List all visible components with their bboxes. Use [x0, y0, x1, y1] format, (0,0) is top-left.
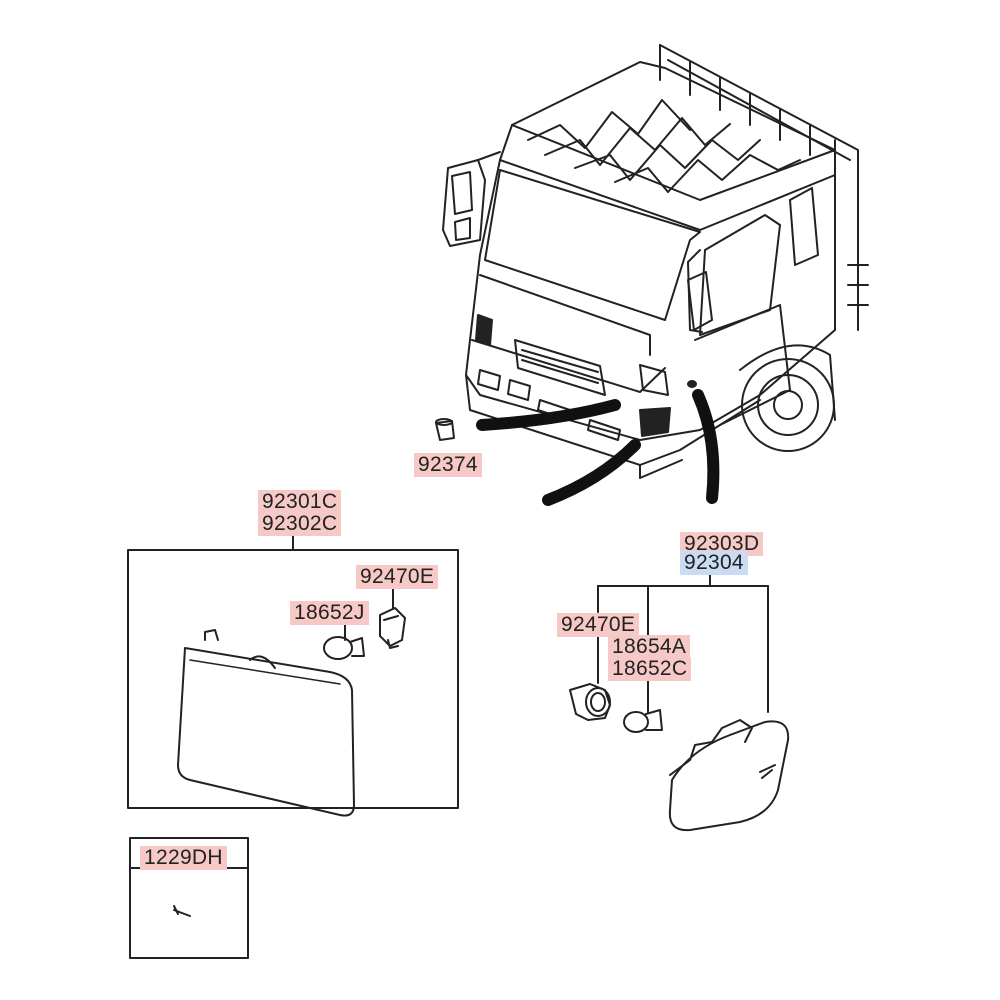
- bulb-18652J: [323, 636, 365, 660]
- screw-icon: [173, 905, 191, 917]
- cargo-rack: [659, 44, 869, 331]
- callout-arrows: [476, 389, 720, 506]
- bulb-socket-small: [435, 418, 455, 441]
- corner-lamp-lens: [177, 629, 355, 817]
- cab-body: [465, 159, 836, 479]
- front-wheel: [741, 358, 835, 452]
- side-marker-lamp: [668, 719, 790, 832]
- part-label-92374[interactable]: 92374: [414, 453, 482, 477]
- socket-92470E-left: [379, 607, 406, 649]
- side-window: [699, 214, 781, 336]
- windshield: [484, 169, 701, 321]
- part-label-1229DH[interactable]: 1229DH: [140, 846, 227, 870]
- part-label-92301C[interactable]: 92301C: [258, 490, 342, 514]
- screw-box: [129, 837, 249, 959]
- part-label-92304[interactable]: 92304: [680, 551, 748, 575]
- grille: [514, 339, 606, 396]
- part-label-92470E-right[interactable]: 92470E: [557, 613, 640, 637]
- part-label-92470E-left[interactable]: 92470E: [356, 565, 439, 589]
- part-label-18654A[interactable]: 18654A: [608, 635, 691, 659]
- socket-92470E-right: [569, 683, 611, 721]
- mirror-left: [442, 151, 501, 247]
- truck-illustration: [442, 44, 869, 506]
- mirror-right: [687, 249, 713, 333]
- cab-roof: [499, 61, 836, 231]
- part-label-18652C[interactable]: 18652C: [608, 657, 692, 681]
- bulb-18652C: [623, 709, 663, 733]
- part-label-92302C[interactable]: 92302C: [258, 512, 342, 536]
- part-label-18652J[interactable]: 18652J: [290, 601, 369, 625]
